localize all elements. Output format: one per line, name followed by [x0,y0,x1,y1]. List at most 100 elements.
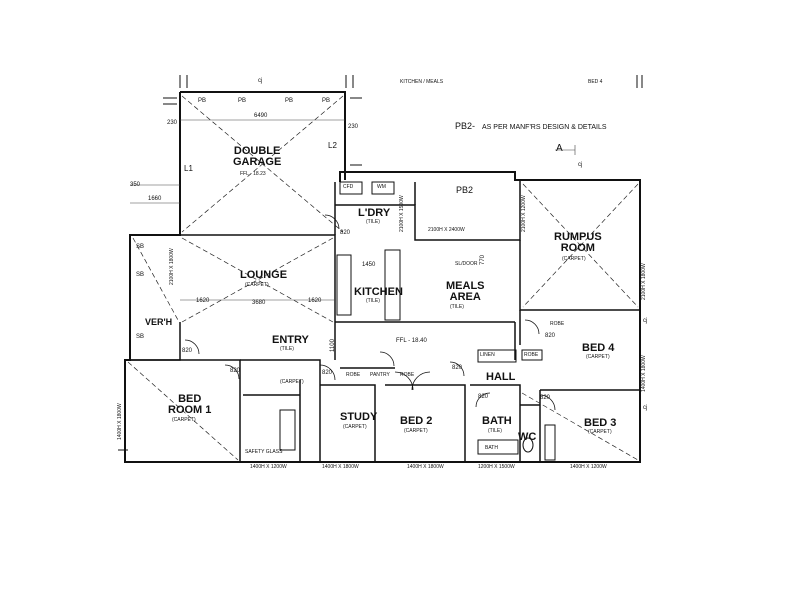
top-strip-right: BED 4 [588,79,603,85]
room-bedroom-1: BED ROOM 1 [168,393,212,416]
bed3-floor: (CARPET) [588,429,612,435]
exterior-walls [124,91,641,463]
pb2-label: PB2 [456,185,474,195]
sb-label-3: SB [136,334,145,340]
window-laundry: 2100H X 1500W [399,195,405,232]
garage-floor: FFL - 18.23 [240,171,266,177]
room-kitchen: KITCHEN [354,286,403,298]
room-bath: BATH [482,415,512,427]
room-laundry: L'DRY [358,207,391,219]
bed2-floor: (CARPET) [404,428,428,434]
pantry-label: PANTRY [370,372,390,378]
window-study: 1400H X 1800W [322,464,359,470]
dim-820-bed4: 820 [545,333,556,339]
bath-floor: (TILE) [488,428,502,434]
section-marker: A [556,143,563,154]
cj-label-1: cj [258,78,263,84]
dim-3680: 3680 [252,300,266,306]
window-bed1-side: 1400H X 1800W [117,403,123,440]
study-floor: (CARPET) [343,424,367,430]
room-study: STUDY [340,411,378,423]
room-wc: WC [518,431,537,443]
l1-label: L1 [184,164,193,173]
plan-code: PB2- [455,121,476,131]
cj-label-2: cj [578,162,583,168]
window-meals: 2100H X 2400W [428,227,465,233]
window-bed3: 1400H X 1200W [570,464,607,470]
room-bed-2: BED 2 [400,415,433,427]
dim-230-right: 230 [348,124,359,130]
dim-1620-left: 1620 [196,298,210,304]
room-lounge: LOUNGE [240,269,288,281]
dimension-lines [130,119,576,301]
room-bed-3: BED 3 [584,417,617,429]
room-verandah: VER'H [145,317,173,327]
window-rumpus-top: 2100H X 1200W [521,195,527,232]
linen-label: LINEN [480,352,495,358]
pb-label-1: PB [198,98,207,104]
dim-820-laundry: 820 [340,230,351,236]
interior-walls [130,180,640,462]
dim-820-hall: 820 [452,365,463,371]
robe-label-1: ROBE [346,372,361,378]
wm-label: WM [377,184,386,190]
dim-820-verandah: 820 [182,348,193,354]
robe-label-3: ROBE [524,352,539,358]
dim-820-study: 820 [322,370,333,376]
cj-label-4: cj [643,405,648,411]
dim-1620-right: 1620 [308,298,322,304]
column-markers [118,75,643,451]
laundry-floor: (TILE) [366,219,380,225]
pb-label-3: PB [285,98,294,104]
window-bed1: 1400H X 1200W [250,464,287,470]
safety-glass-label: SAFETY GLASS [245,449,283,455]
room-meals-area: MEALS AREA [446,280,485,303]
plan-note: AS PER MANF'RS DESIGN & DETAILS [482,124,607,131]
window-lounge-side: 2100H X 1800W [169,248,175,285]
rumpus-floor: (CARPET) [562,256,586,262]
door-swings [184,214,556,411]
dim-1100: 1100 [330,339,336,352]
window-bed4-side: 1400H X 1800W [641,355,647,392]
ensuite-floor: (CARPET) [280,379,304,385]
bed1-floor: (CARPET) [172,417,196,423]
window-rumpus-side: 2100H X 1800W [641,263,647,300]
dim-350: 350 [130,182,141,188]
dim-6490: 6490 [254,113,268,119]
kitchen-floor: (TILE) [366,298,380,304]
robe-label-4: ROBE [550,321,565,327]
room-rumpus: RUMPUS ROOM [554,231,602,254]
window-bed2: 1400H X 1800W [407,464,444,470]
ffl-main-label: FFL - 18.40 [396,338,427,344]
cfd-label: CFD [343,184,354,190]
sb-label-2: SB [136,272,145,278]
bed4-floor: (CARPET) [586,354,610,360]
bath-fixture-label: BATH [485,445,498,451]
pb-label-2: PB [238,98,247,104]
lounge-floor: (CARPET) [245,282,269,288]
room-diagonals [127,95,639,461]
dim-770: 770 [480,254,486,265]
dim-1450: 1450 [362,262,376,268]
dim-820-bath: 820 [478,394,489,400]
dim-820-bed1: 820 [230,368,241,374]
room-bed-4: BED 4 [582,342,615,354]
sl-door-label: SL/DOOR [455,261,478,267]
robe-label-2: ROBE [400,372,415,378]
dim-1660: 1660 [148,196,162,202]
l2-label: L2 [328,141,337,150]
cj-label-3: cj [643,318,648,324]
room-entry: ENTRY [272,334,309,346]
room-double-garage: DOUBLE GARAGE [233,145,282,168]
window-bath: 1200H X 1500W [478,464,515,470]
sb-label-1: SB [136,244,145,250]
dim-820-bed3: 820 [540,395,551,401]
room-hall: HALL [486,371,516,383]
entry-floor: (TILE) [280,346,294,352]
meals-floor: (TILE) [450,304,464,310]
pb-label-4: PB [322,98,331,104]
kitchen-benches [279,181,556,461]
dim-230-left: 230 [167,120,178,126]
top-strip-left: KITCHEN / MEALS [400,79,444,85]
